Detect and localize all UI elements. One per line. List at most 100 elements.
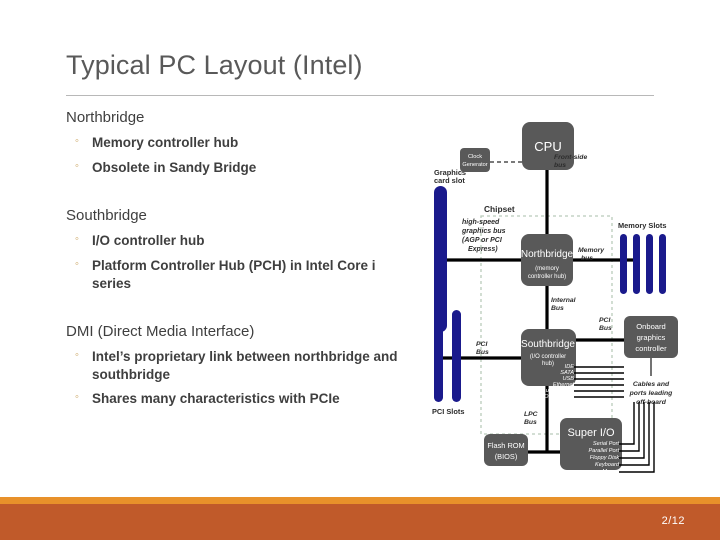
memory-bus-label-1: Memory bbox=[578, 247, 605, 254]
super-io-port-label: Mouse bbox=[602, 469, 619, 475]
pci-bus-left-label-1: PCI bbox=[476, 341, 487, 348]
title-divider bbox=[66, 95, 654, 96]
super-io-port-label: Keyboard bbox=[595, 462, 620, 468]
bullet-marker-icon: ◦ bbox=[75, 391, 79, 404]
pci-slots-label: PCI Slots bbox=[432, 407, 464, 416]
southbridge-sub-label-1: (I/O controller bbox=[530, 354, 566, 360]
pci-bus-right-label-1: PCI bbox=[599, 317, 610, 324]
spacer bbox=[66, 194, 416, 206]
content-group-southbridge: Southbridge ◦ I/O controller hub ◦ Platf… bbox=[66, 206, 416, 293]
front-side-bus-label-2: bus bbox=[554, 162, 566, 169]
southbridge-label: Southbridge bbox=[521, 339, 575, 350]
flash-rom-label: Flash ROM bbox=[487, 441, 524, 450]
content-group-dmi: DMI (Direct Media Interface) ◦ Intel’s p… bbox=[66, 322, 416, 409]
cables-off-board-label-1: Cables and bbox=[633, 381, 670, 388]
group-heading: DMI (Direct Media Interface) bbox=[66, 322, 255, 340]
bullet-list: ◦ I/O controller hub ◦ Platform Controll… bbox=[66, 232, 416, 292]
bullet-marker-icon: ◦ bbox=[75, 160, 79, 173]
southbridge-sub-label-2: hub) bbox=[542, 361, 554, 367]
page-title: Typical PC Layout (Intel) bbox=[66, 50, 363, 80]
list-item: ◦ Platform Controller Hub (PCH) in Intel… bbox=[66, 257, 416, 293]
list-item-label: Obsolete in Sandy Bridge bbox=[92, 160, 257, 176]
memory-slot bbox=[620, 234, 627, 294]
graphics-card-slot bbox=[434, 186, 447, 332]
super-io-leader bbox=[619, 402, 655, 473]
graphics-card-slot-label-1: Graphics bbox=[434, 168, 466, 177]
memory-slot bbox=[659, 234, 666, 294]
spacer bbox=[66, 310, 416, 322]
internal-bus-label-2: Bus bbox=[551, 305, 564, 312]
list-item-label: I/O controller hub bbox=[92, 233, 205, 249]
content-group-northbridge: Northbridge ◦ Memory controller hub ◦ Ob… bbox=[66, 108, 416, 177]
graphics-bus-label-1: high-speed bbox=[462, 219, 500, 226]
southbridge-port-label: Audio Codec bbox=[541, 388, 574, 394]
clock-generator-label-2: Generator bbox=[462, 162, 487, 168]
memory-slot bbox=[646, 234, 653, 294]
super-io-port-label: Floppy Disk bbox=[590, 455, 620, 461]
southbridge-block bbox=[521, 329, 576, 386]
list-item-label: Intel’s proprietary link between northbr… bbox=[92, 348, 398, 382]
super-io-leader bbox=[619, 402, 650, 466]
list-item-label: Memory controller hub bbox=[92, 135, 239, 151]
super-io-leader bbox=[619, 402, 640, 452]
graphics-card-slot-label-2: card slot bbox=[434, 176, 465, 185]
cables-off-board-label-3: off-board bbox=[636, 399, 667, 406]
list-item: ◦ Memory controller hub bbox=[66, 134, 416, 152]
list-item-label: Platform Controller Hub (PCH) in Intel C… bbox=[92, 257, 376, 291]
footer-accent-stripe bbox=[0, 497, 720, 504]
super-io-block bbox=[560, 418, 622, 470]
bullet-list: ◦ Intel’s proprietary link between north… bbox=[66, 348, 416, 408]
clock-generator-label-1: Clock bbox=[468, 154, 482, 160]
super-io-leader bbox=[619, 402, 635, 445]
lpc-bus-label-2: Bus bbox=[524, 419, 537, 426]
flash-rom-block bbox=[484, 434, 528, 466]
northbridge-block bbox=[521, 234, 573, 286]
pc-layout-diagram: .bx { fill:#595959; } .slot { fill:#1a1a… bbox=[418, 118, 710, 478]
super-io-label: Super I/O bbox=[567, 427, 615, 439]
memory-slot bbox=[633, 234, 640, 294]
northbridge-sub-label-1: (memory bbox=[535, 266, 559, 272]
memory-slots-label: Memory Slots bbox=[618, 221, 666, 230]
footer-band bbox=[0, 504, 720, 540]
pci-slot bbox=[434, 310, 443, 402]
graphics-bus-label-4: Express) bbox=[468, 246, 498, 253]
onboard-graphics-block bbox=[624, 316, 678, 358]
page-number: 2/12 bbox=[661, 515, 685, 527]
onboard-graphics-label-1: Onboard bbox=[636, 322, 666, 331]
onboard-graphics-label-2: graphics bbox=[637, 333, 666, 342]
list-item: ◦ Intel’s proprietary link between north… bbox=[66, 348, 416, 384]
bullet-list: ◦ Memory controller hub ◦ Obsolete in Sa… bbox=[66, 134, 416, 177]
northbridge-sub-label-2: controller hub) bbox=[528, 274, 566, 280]
super-io-leader bbox=[619, 402, 645, 459]
list-item: ◦ I/O controller hub bbox=[66, 232, 416, 250]
onboard-graphics-label-3: controller bbox=[635, 344, 667, 353]
clock-generator-block bbox=[460, 148, 490, 172]
southbridge-port-label: USB bbox=[562, 376, 574, 382]
pci-bus-right-label-2: Bus bbox=[599, 325, 612, 332]
southbridge-port-label: SATA bbox=[560, 370, 574, 376]
northbridge-label: Northbridge bbox=[521, 249, 574, 260]
group-heading: Northbridge bbox=[66, 109, 145, 126]
group-heading: Southbridge bbox=[66, 206, 147, 224]
bullet-marker-icon: ◦ bbox=[75, 348, 79, 361]
chipset-label: Chipset bbox=[484, 204, 515, 214]
cpu-block bbox=[522, 122, 574, 170]
cables-off-board-label-2: ports leading bbox=[629, 390, 674, 397]
southbridge-port-label: CMOS Memory bbox=[535, 394, 575, 400]
lpc-bus-label-1: LPC bbox=[524, 411, 538, 418]
super-io-port-label: Parallel Port bbox=[589, 448, 620, 454]
memory-bus-label-2: bus bbox=[581, 255, 593, 262]
cpu-label: CPU bbox=[534, 139, 561, 154]
southbridge-port-label: IDE bbox=[565, 364, 575, 370]
super-io-port-label: Serial Port bbox=[593, 441, 620, 447]
graphics-bus-label-2: graphics bus bbox=[461, 228, 506, 235]
internal-bus-label-1: Internal bbox=[551, 297, 576, 304]
graphics-bus-label-3: (AGP or PCI bbox=[462, 237, 503, 244]
front-side-bus-label-1: Front-side bbox=[554, 154, 587, 161]
flash-rom-sub-label: (BIOS) bbox=[495, 452, 518, 461]
pci-bus-left-label-2: Bus bbox=[476, 349, 489, 356]
list-item: ◦ Shares many characteristics with PCIe bbox=[66, 390, 416, 408]
list-item: ◦ Obsolete in Sandy Bridge bbox=[66, 159, 416, 177]
body-content: Northbridge ◦ Memory controller hub ◦ Ob… bbox=[66, 108, 416, 408]
